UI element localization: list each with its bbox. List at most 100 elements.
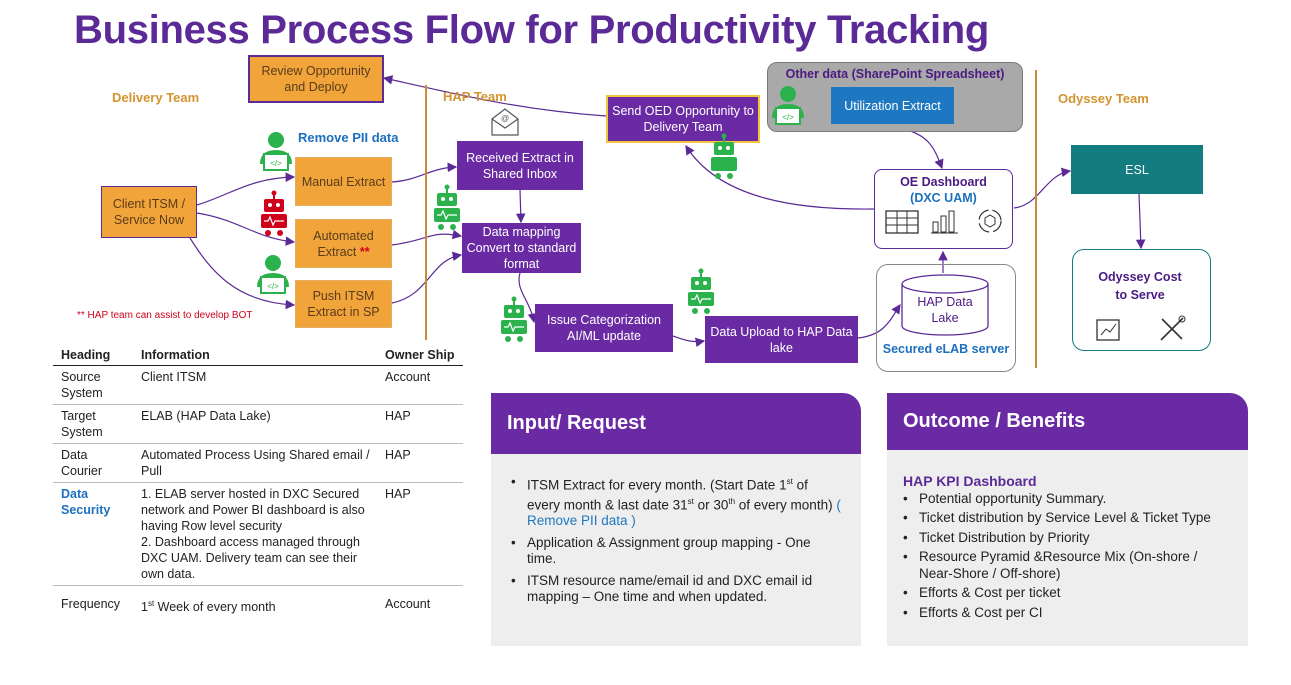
svg-text:</>: </> bbox=[782, 113, 794, 122]
table-icon bbox=[885, 210, 919, 234]
footnote-mark: ** bbox=[359, 244, 370, 259]
svg-text:@: @ bbox=[501, 114, 509, 123]
hap-data-lake-label: HAP Data Lake bbox=[917, 295, 973, 325]
table-header: Heading bbox=[53, 344, 133, 366]
odyssey-cost-node: Odyssey Cost to Serve bbox=[1072, 249, 1211, 351]
review-opportunity-node: Review Opportunity and Deploy bbox=[248, 55, 384, 103]
odyssey-cost-label: Odyssey Cost to Serve bbox=[1098, 270, 1182, 302]
bot-note: ** HAP team can assist to develop BOT bbox=[77, 310, 253, 321]
issue-categorization-node: Issue Categorization AI/ML update bbox=[535, 304, 673, 352]
table-header: Owner Ship bbox=[377, 344, 463, 366]
list-item: Ticket distribution by Service Level & T… bbox=[893, 510, 1234, 527]
sup-text: st bbox=[786, 477, 793, 486]
received-extract-node: Received Extract in Shared Inbox bbox=[457, 141, 583, 190]
list-item: ITSM Extract for every month. (Start Dat… bbox=[501, 474, 843, 529]
sup-text: th bbox=[728, 496, 736, 506]
utilization-extract-node: Utilization Extract bbox=[831, 87, 954, 124]
table-cell: Data Security bbox=[53, 482, 133, 586]
data-mapping-node: Data mapping Convert to standard format bbox=[462, 223, 581, 273]
automated-extract-node: Automated Extract ** bbox=[295, 219, 392, 268]
outcome-panel-body: HAP KPI Dashboard Potential opportunity … bbox=[887, 450, 1248, 646]
table-cell: Client ITSM bbox=[133, 365, 377, 405]
gear-cycle-icon bbox=[978, 209, 1002, 233]
table-cell: HAP bbox=[377, 482, 463, 586]
email-icon: @ bbox=[491, 108, 519, 136]
list-item: Ticket Distribution by Priority bbox=[893, 530, 1234, 547]
automated-extract-label: Automated Extract bbox=[313, 228, 374, 259]
list-item: Efforts & Cost per CI bbox=[893, 605, 1234, 622]
table-cell: Account bbox=[377, 365, 463, 405]
oe-dashboard-node: OE Dashboard (DXC UAM) bbox=[874, 169, 1013, 249]
table-cell: HAP bbox=[377, 404, 463, 444]
table-cell: HAP bbox=[377, 443, 463, 483]
table-row: Target System ELAB (HAP Data Lake) HAP bbox=[53, 404, 463, 444]
robot-icon bbox=[434, 184, 460, 230]
table-cell: 1st Week of every month bbox=[133, 586, 377, 619]
remove-pii-link: ( Remove PII data ) bbox=[527, 497, 841, 528]
lane-divider bbox=[425, 85, 427, 340]
page-title: Business Process Flow for Productivity T… bbox=[74, 8, 990, 52]
robot-icon bbox=[711, 133, 737, 179]
table-cell: 1. ELAB server hosted in DXC Secured net… bbox=[133, 482, 377, 586]
bar-chart-icon bbox=[931, 210, 958, 234]
security-point: 2. Dashboard access managed through DXC … bbox=[141, 535, 360, 581]
team-label-odyssey: Odyssey Team bbox=[1058, 91, 1149, 106]
table-row: Source System Client ITSM Account bbox=[53, 365, 463, 405]
tools-icon bbox=[1160, 315, 1186, 341]
push-itsm-node: Push ITSM Extract in SP bbox=[295, 280, 392, 328]
robot-icon bbox=[501, 296, 527, 342]
robot-icon bbox=[688, 268, 714, 314]
frequency-suffix: st bbox=[147, 599, 155, 608]
client-itsm-node: Client ITSM / Service Now bbox=[101, 186, 197, 238]
database-icon bbox=[901, 274, 989, 336]
bullet-text: of every month) bbox=[735, 497, 833, 512]
calculator-icon bbox=[1096, 319, 1120, 341]
remove-pii-label: Remove PII data bbox=[298, 130, 399, 145]
table-cell: Frequency bbox=[61, 597, 121, 611]
table-cell: Account bbox=[385, 597, 431, 611]
robot-icon bbox=[261, 190, 287, 236]
list-item: ITSM resource name/email id and DXC emai… bbox=[501, 573, 843, 605]
team-label-delivery: Delivery Team bbox=[112, 90, 200, 105]
oe-dashboard-sublabel: (DXC UAM) bbox=[910, 191, 977, 205]
list-item: Efforts & Cost per ticket bbox=[893, 585, 1234, 602]
svg-text:</>: </> bbox=[267, 282, 279, 291]
table-header: Information bbox=[133, 344, 377, 366]
team-label-hap: HAP Team bbox=[443, 89, 507, 104]
data-upload-node: Data Upload to HAP Data lake bbox=[705, 316, 858, 363]
bullet-text: of every month & last date 31 bbox=[527, 477, 808, 513]
table-row: Data Courier Automated Process Using Sha… bbox=[53, 443, 463, 483]
table-row: Data Security 1. ELAB server hosted in D… bbox=[53, 482, 463, 586]
esl-node: ESL bbox=[1071, 145, 1203, 194]
other-data-label: Other data (SharePoint Spreadsheet) bbox=[785, 67, 1005, 81]
table-cell: Automated Process Using Shared email / P… bbox=[133, 443, 377, 483]
table-cell: Source System bbox=[53, 365, 133, 405]
security-point: 1. ELAB server hosted in DXC Secured net… bbox=[141, 487, 365, 533]
oe-dashboard-label: OE Dashboard bbox=[900, 175, 987, 189]
table-cell: ELAB (HAP Data Lake) bbox=[133, 404, 377, 444]
developer-person-icon: </> bbox=[260, 132, 292, 171]
bullet-text: or 30 bbox=[693, 497, 729, 512]
bullet-text: ITSM Extract for every month. (Start Dat… bbox=[527, 477, 787, 493]
manual-extract-node: Manual Extract bbox=[295, 157, 392, 206]
developer-person-icon: </> bbox=[772, 86, 804, 125]
frequency-number: 1 bbox=[141, 600, 148, 615]
input-panel-title: Input/ Request bbox=[491, 393, 861, 454]
kpi-dashboard-subtitle: HAP KPI Dashboard bbox=[903, 473, 1037, 489]
send-oed-node: Send OED Opportunity to Delivery Team bbox=[606, 95, 760, 143]
secured-elab-group: Secured eLAB server bbox=[876, 264, 1016, 372]
input-panel-body: ITSM Extract for every month. (Start Dat… bbox=[491, 454, 861, 646]
svg-text:</>: </> bbox=[270, 159, 282, 168]
table-row: Frequency 1st Week of every month Accoun… bbox=[53, 586, 463, 619]
lane-divider bbox=[1035, 70, 1037, 368]
info-table: Heading Information Owner Ship Source Sy… bbox=[53, 344, 463, 618]
developer-person-icon: </> bbox=[257, 255, 289, 294]
list-item: Resource Pyramid &Resource Mix (On-shore… bbox=[893, 549, 1234, 582]
list-item: Application & Assignment group mapping -… bbox=[501, 535, 843, 567]
secured-elab-label: Secured eLAB server bbox=[882, 342, 1010, 356]
table-cell: Target System bbox=[53, 404, 133, 444]
sup-text: st bbox=[687, 496, 694, 506]
list-item: Potential opportunity Summary. bbox=[893, 491, 1234, 508]
frequency-text: Week of every month bbox=[154, 600, 276, 615]
outcome-panel-title: Outcome / Benefits bbox=[887, 393, 1248, 450]
